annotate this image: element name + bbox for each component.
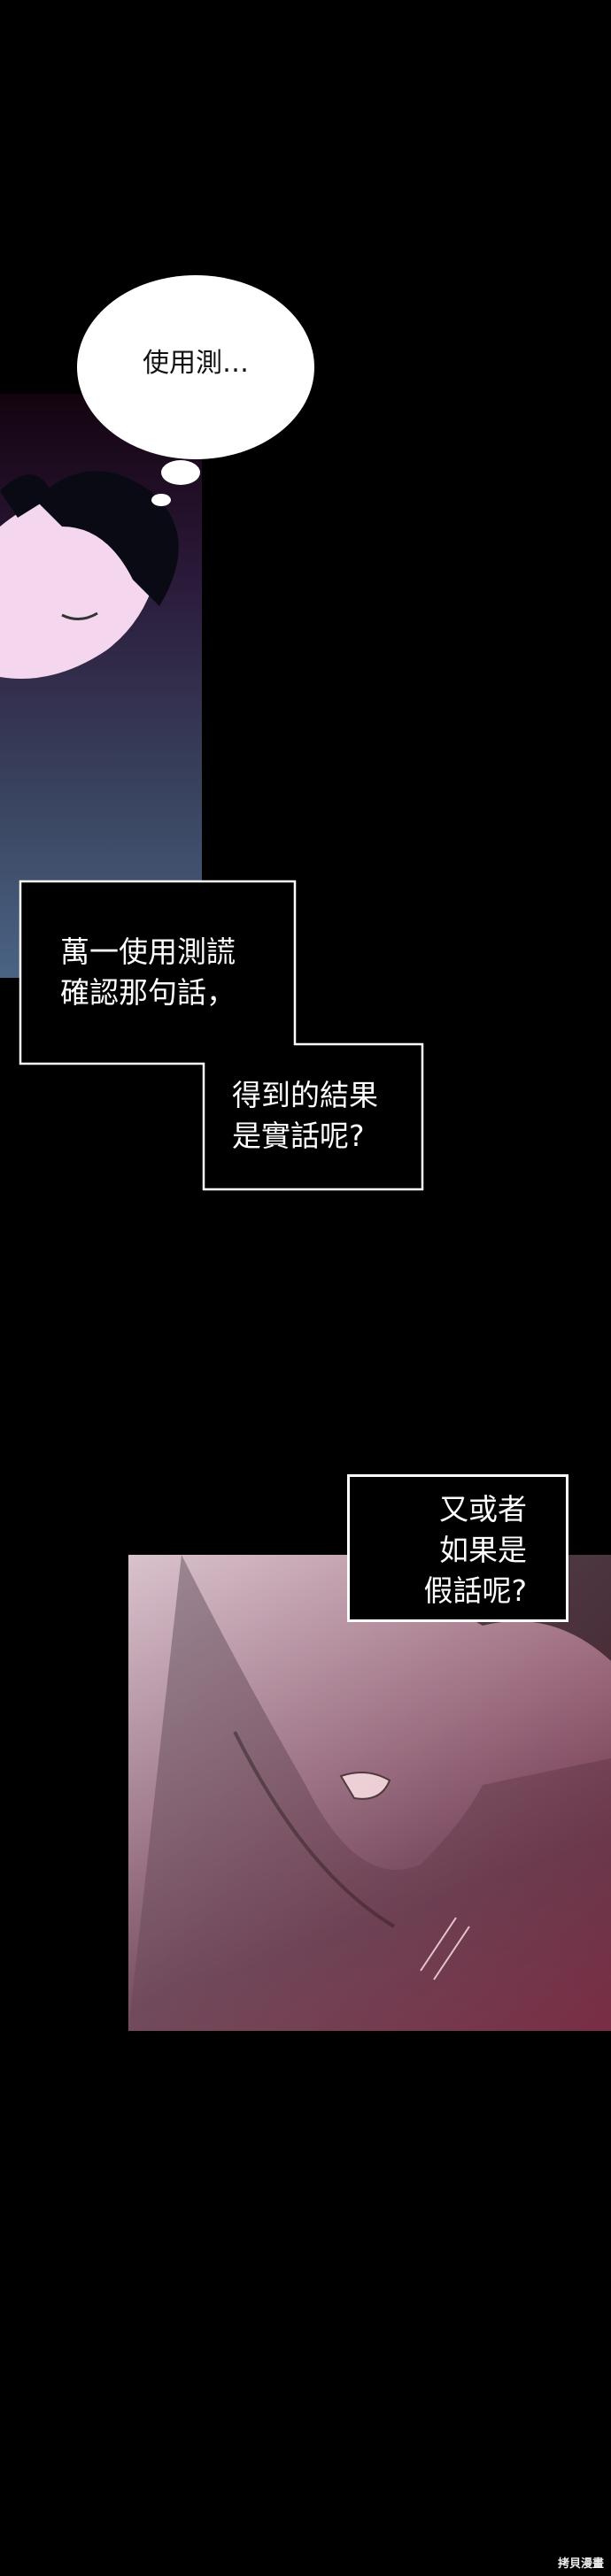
caption-2: 得到的結果 是實話呢?	[232, 1075, 378, 1157]
caption-line: 得到的結果	[232, 1078, 378, 1112]
watermark: 拷貝漫畫	[557, 2557, 604, 2571]
caption-1: 萬一使用測謊 確認那句話，	[60, 932, 236, 1013]
caption-line: 確認那句話，	[60, 975, 236, 1010]
caption-line: 萬一使用測謊	[60, 934, 236, 969]
caption-line: 假話呢?	[423, 1573, 527, 1608]
thought-bubble-text: 使用測…	[143, 348, 249, 379]
caption-box-frame	[19, 880, 424, 1191]
caption-box-3: 又或者 如果是 假話呢?	[347, 1474, 568, 1622]
caption-line: 又或者	[439, 1492, 527, 1526]
character-illustration-2	[128, 1555, 611, 2031]
thought-bubble	[77, 275, 314, 506]
character-illustration-1	[0, 471, 179, 679]
caption-line: 是實話呢?	[232, 1119, 365, 1153]
caption-line: 如果是	[439, 1533, 527, 1567]
caption-3: 又或者 如果是 假話呢?	[350, 1489, 527, 1611]
comic-panel-2	[128, 1555, 611, 2031]
